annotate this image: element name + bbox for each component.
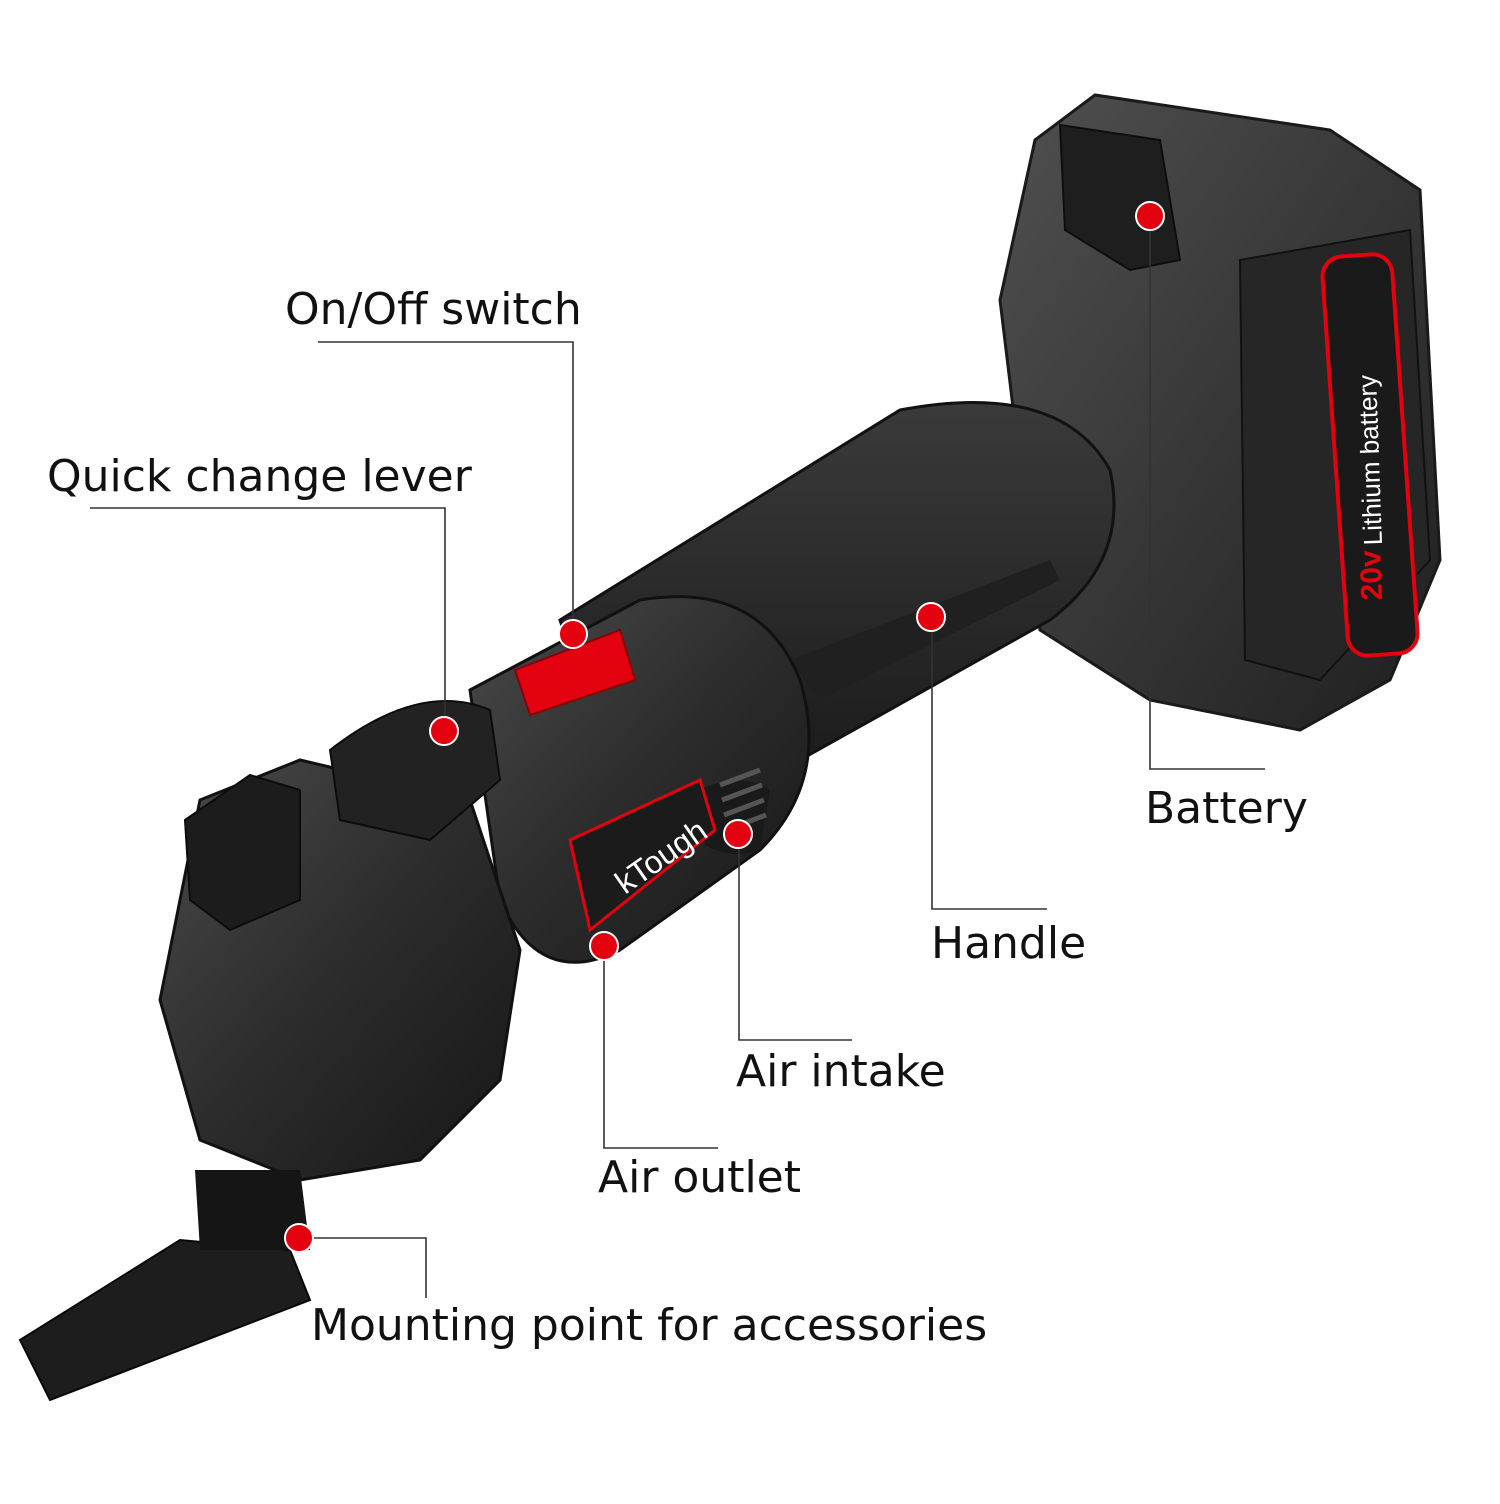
- label-battery: Battery: [1145, 783, 1308, 834]
- label-quick-change-lever: Quick change lever: [47, 451, 472, 502]
- label-mounting-point: Mounting point for accessories: [311, 1300, 988, 1351]
- accessory-blade: [18, 1170, 312, 1402]
- dot-battery: [1135, 201, 1165, 231]
- battery-type-text: Lithium battery: [1352, 374, 1388, 545]
- label-on-off-switch: On/Off switch: [285, 284, 582, 335]
- label-air-intake: Air intake: [736, 1046, 946, 1097]
- on-off-switch: [513, 628, 637, 717]
- battery-badge: 20v Lithium battery: [1320, 252, 1420, 658]
- dot-air-intake: [723, 819, 753, 849]
- dot-mounting-point: [284, 1223, 314, 1253]
- leader-lines: [90, 216, 1265, 1298]
- battery-voltage-text: 20v: [1354, 549, 1389, 600]
- callout-dots: [284, 201, 1165, 1253]
- dot-quick-change-lever: [429, 716, 459, 746]
- label-air-outlet: Air outlet: [598, 1152, 802, 1203]
- dot-air-outlet: [589, 931, 619, 961]
- motor-housing: kTough: [468, 595, 811, 964]
- dot-on-off-switch: [558, 619, 588, 649]
- tool-head: [158, 700, 522, 1182]
- dot-handle: [916, 602, 946, 632]
- label-handle: Handle: [931, 918, 1087, 969]
